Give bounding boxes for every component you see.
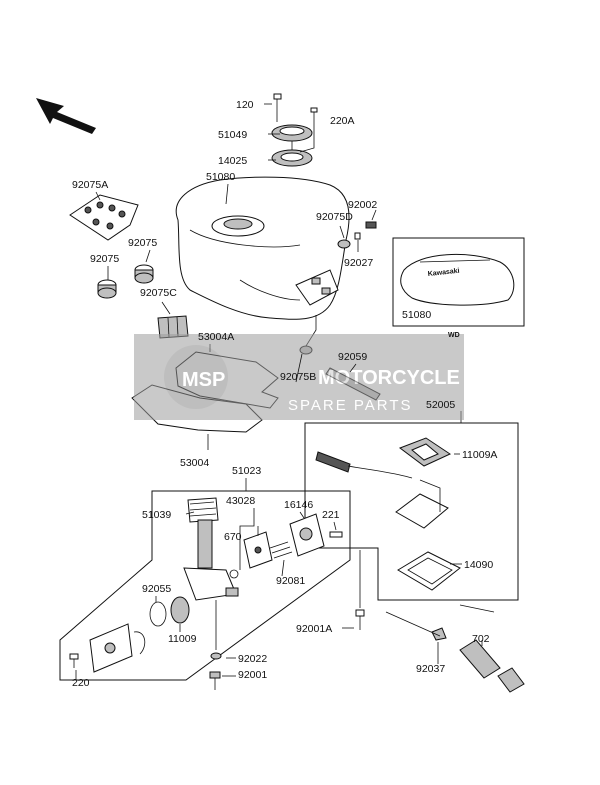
lever-16146 (289, 513, 325, 557)
fuel-cap-51049 (271, 124, 313, 142)
label-51023: 51023 (232, 465, 261, 477)
label-14090: 14090 (464, 559, 493, 571)
watermark-main-text: MOTORCYCLE (318, 367, 460, 389)
level-sensor (395, 479, 449, 529)
label-92022: 92022 (238, 653, 267, 665)
o-ring-670 (229, 569, 239, 579)
spring-92081 (269, 541, 293, 559)
filter-51039 (187, 497, 219, 523)
label-220: 220 (72, 677, 90, 689)
label-11009a: 11009A (462, 449, 497, 461)
damper-92075 (134, 264, 154, 284)
label-92075-2: 92075 (90, 253, 119, 265)
gasket-11009 (170, 596, 190, 624)
label-670: 670 (224, 531, 242, 543)
label-92001: 92001 (238, 669, 267, 681)
gasket-43028 (243, 531, 273, 569)
plate-bracket (89, 623, 146, 673)
screw-220 (69, 653, 79, 668)
leader-lines (75, 103, 483, 680)
inset-part-label: 51080 (402, 309, 431, 321)
label-11009: 11009 (168, 633, 197, 645)
cap-bolt-120 (273, 93, 282, 112)
label-92075a: 92075A (72, 179, 108, 191)
region-code: WD (448, 332, 460, 339)
watermark-sub-text: SPARE PARTS (288, 397, 413, 414)
label-120: 120 (236, 99, 254, 111)
watermark: MSP MOTORCYCLE SPARE PARTS (134, 334, 464, 420)
cap-gasket-14025 (271, 149, 313, 167)
decal-inset-box (392, 237, 525, 327)
label-92075: 92075 (128, 237, 157, 249)
watermark-logo: MSP (182, 369, 225, 391)
screw-92001a (355, 550, 365, 630)
part-labels: 120 220A 51049 14025 51080 92075A 92002 … (72, 99, 497, 689)
label-51039: 51039 (142, 509, 171, 521)
label-92075b: 92075B (280, 371, 316, 383)
inset-logo-text: Kawasaki (427, 268, 460, 278)
clip-92037 (431, 627, 447, 641)
front-direction-arrow (36, 98, 96, 134)
bolt-92001 (209, 671, 221, 690)
pin-92027 (354, 232, 361, 240)
label-702: 702 (472, 633, 490, 645)
bracket-92075a (69, 194, 139, 241)
hose-702 (459, 639, 525, 693)
label-92075d: 92075D (316, 211, 353, 223)
label-220a: 220A (330, 115, 355, 127)
label-92059: 92059 (338, 351, 367, 363)
fuel-cock-box (59, 478, 351, 681)
cover-14090 (397, 551, 461, 591)
damper-92075c (157, 315, 189, 339)
label-43028: 43028 (226, 495, 255, 507)
label-92081: 92081 (276, 575, 305, 587)
label-16146: 16146 (284, 499, 313, 511)
label-52005: 52005 (426, 399, 455, 411)
bolt-92002 (365, 221, 377, 229)
fuel-cock-body (183, 519, 239, 601)
label-221: 221 (322, 509, 340, 521)
hose-fitting (315, 451, 413, 479)
cap-screw-220a (310, 107, 318, 124)
damper-92075-lower (97, 279, 117, 299)
fuel-tank-51080 (175, 176, 350, 320)
label-92037: 92037 (416, 663, 445, 675)
label-92001a: 92001A (296, 623, 332, 635)
label-92055: 92055 (142, 583, 171, 595)
label-92002: 92002 (348, 199, 377, 211)
collar-92075d (337, 239, 351, 249)
label-92075c: 92075C (140, 287, 177, 299)
screw-221 (329, 531, 343, 538)
label-14025: 14025 (218, 155, 247, 167)
o-ring-92055 (149, 601, 167, 627)
label-92027: 92027 (344, 257, 373, 269)
washer-92022 (210, 652, 222, 660)
label-53004a: 53004A (198, 331, 234, 343)
gasket-11009a (398, 437, 452, 467)
label-51049: 51049 (218, 129, 247, 141)
label-51080: 51080 (206, 171, 235, 183)
label-53004: 53004 (180, 457, 209, 469)
